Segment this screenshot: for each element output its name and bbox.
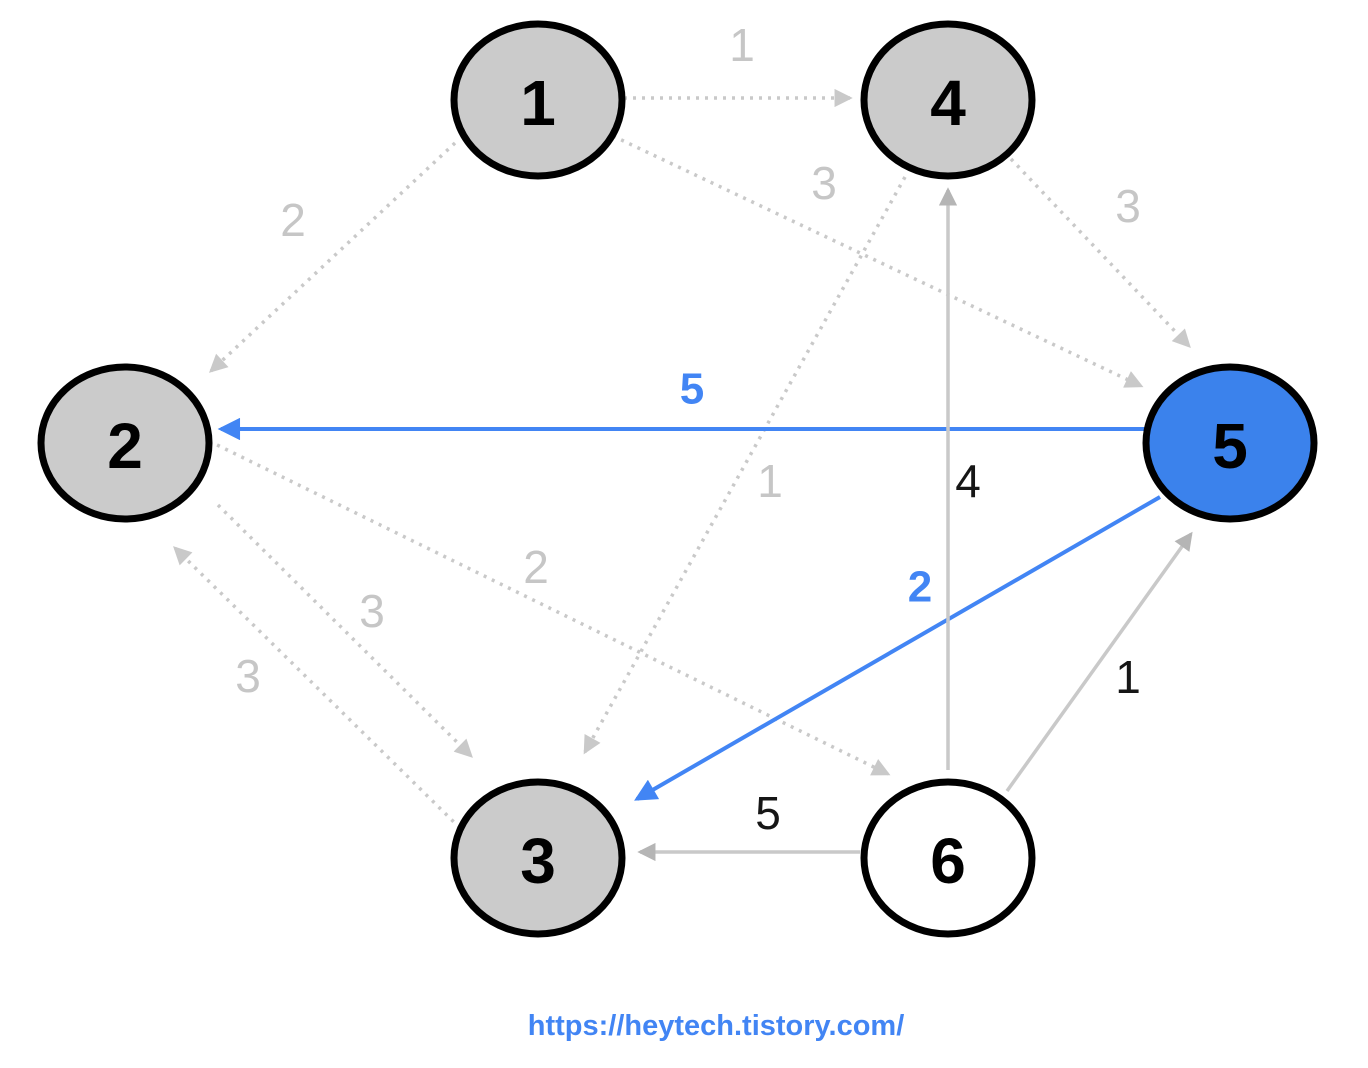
edge-weight-1-to-5: 3: [811, 157, 837, 209]
edge-weight-4-to-3: 1: [757, 455, 783, 507]
edge-weight-2-to-6: 2: [523, 541, 549, 593]
edge-weight-6-to-5: 1: [1115, 651, 1141, 703]
node-1-circle: [450, 20, 626, 180]
footer-url: https://heytech.tistory.com/: [527, 1010, 905, 1042]
node-3-label: 3: [520, 825, 556, 897]
edges-layer: 1 2 3 3 1 3 3 2 5 2 4 1 5: [173, 19, 1193, 862]
nodes-layer: 1 4 2 5 3 6: [37, 20, 1318, 938]
node-4-label: 4: [930, 67, 966, 139]
node-2: 2: [37, 363, 213, 523]
node-5-label: 5: [1212, 410, 1248, 482]
edge-weight-6-to-4: 4: [955, 455, 981, 507]
edge-1-to-5: [612, 134, 1144, 388]
edge-weight-3-to-2: 3: [235, 650, 261, 702]
edge-weight-2-to-3: 3: [359, 585, 385, 637]
node-4-circle: [860, 20, 1036, 180]
edge-4-to-3: [583, 176, 907, 755]
node-6-circle: [860, 778, 1036, 938]
edge-1-to-2: [209, 141, 457, 373]
edge-weight-5-to-3: 2: [908, 563, 932, 612]
edge-5-to-3: [634, 495, 1162, 801]
edge-2-to-3: [216, 503, 473, 758]
node-5-circle: [1142, 363, 1318, 523]
edge-4-to-5: [1009, 157, 1191, 348]
node-1-label: 1: [520, 67, 556, 139]
node-1: 1: [450, 20, 626, 180]
node-3-circle: [450, 778, 626, 938]
node-6: 6: [860, 778, 1036, 938]
edge-weight-5-to-2: 5: [680, 365, 704, 414]
edge-weight-1-to-4: 1: [729, 19, 755, 71]
node-2-circle: [37, 363, 213, 523]
node-3: 3: [450, 778, 626, 938]
edge-weight-1-to-2: 2: [280, 194, 306, 246]
edge-2-to-6: [208, 439, 891, 776]
node-2-label: 2: [107, 410, 143, 482]
edge-3-to-2: [173, 546, 462, 830]
node-4: 4: [860, 20, 1036, 180]
node-6-label: 6: [930, 825, 966, 897]
edge-6-to-5: [1005, 531, 1193, 793]
edge-weight-4-to-5: 3: [1115, 180, 1141, 232]
edge-weight-6-to-3: 5: [755, 787, 781, 839]
node-5: 5: [1142, 363, 1318, 523]
